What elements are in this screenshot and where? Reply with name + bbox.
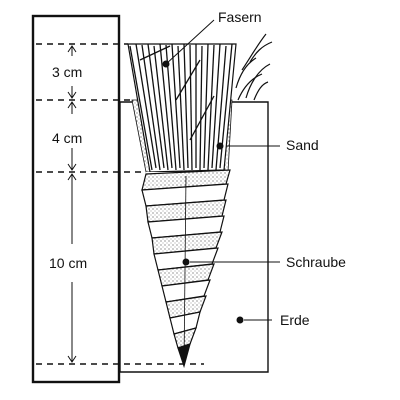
dimension-4cm: 4 cm — [52, 130, 82, 146]
fiber-bundle — [127, 43, 237, 173]
twig-sketch — [235, 33, 273, 101]
label-screw: Schraube — [286, 254, 346, 270]
measurement-lines — [36, 43, 204, 365]
measuring-ruler — [31, 14, 121, 384]
label-sand: Sand — [286, 137, 319, 153]
label-fibers: Fasern — [218, 9, 262, 25]
dimension-10cm: 10 cm — [49, 255, 87, 271]
dimension-3cm: 3 cm — [52, 64, 82, 80]
dimension-arrows — [67, 45, 77, 363]
soil-box — [119, 101, 269, 373]
leader-lines — [162, 19, 280, 324]
screw — [141, 169, 231, 369]
label-soil: Erde — [280, 312, 310, 328]
